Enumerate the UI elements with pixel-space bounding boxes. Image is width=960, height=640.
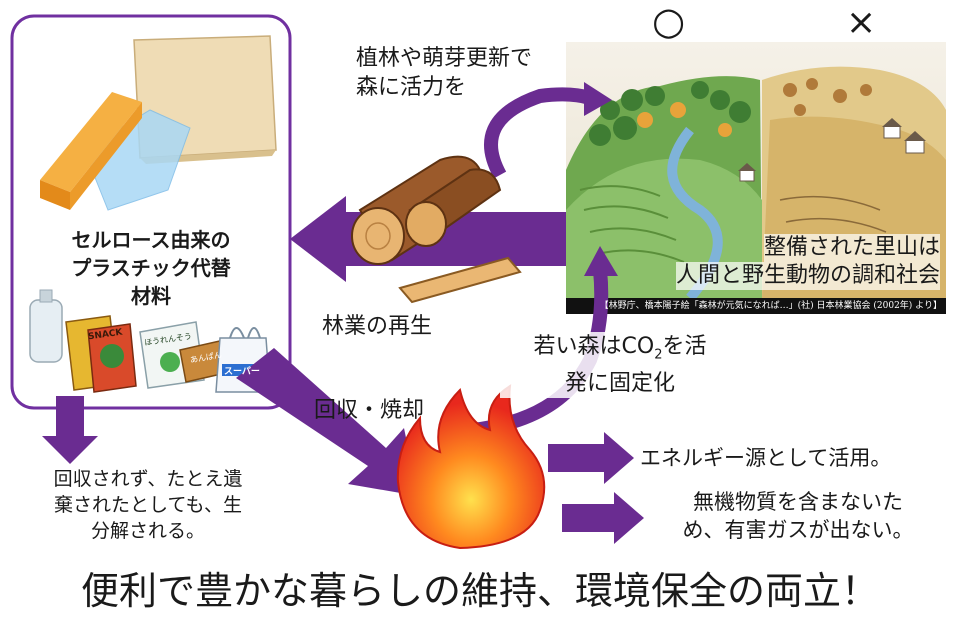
fire-illustration <box>396 384 546 550</box>
bag-label: スーパー <box>224 367 260 377</box>
inorganic-label: 無機物質を含まないた め、有害ガスが出ない。 <box>650 488 946 544</box>
energy-label: エネルギー源として活用。 <box>640 446 892 470</box>
panel-title-line1: セルロース由来の <box>71 228 231 252</box>
slogan: 便利で豊かな暮らしの維持、環境保全の両立！ <box>80 569 879 613</box>
harmless-arrow <box>562 492 644 544</box>
decompose-label-line2: 棄されたとしても、生 <box>54 494 242 516</box>
satoyama-label-line1: 整備された里山は <box>763 234 940 262</box>
co2-pre: 若い森は <box>533 334 622 359</box>
co2-label-line2: 発に固定化 <box>564 371 675 397</box>
co2-arrow-head <box>584 246 618 276</box>
recycle-arrow <box>236 348 418 496</box>
planting-label-line2: 森に活力を <box>356 75 467 100</box>
satoyama-label: 整備された里山は 人間と野生動物の調和社会 <box>636 234 940 290</box>
bad-symbol: × <box>846 2 877 43</box>
panel-title-line2: プラスチック代替 <box>71 256 231 280</box>
planting-label-line1: 植林や萌芽更新で <box>356 46 533 71</box>
co2-label: 若い森はCO2を活 発に固定化 <box>500 332 740 399</box>
decompose-label-line3: 分解される。 <box>90 520 205 542</box>
block-illustration <box>40 92 142 210</box>
decompose-label-line1: 回収されず、たとえ遺 <box>53 468 243 490</box>
planting-arrow-head <box>584 82 612 116</box>
forestry-label: 林業の再生 <box>322 314 433 339</box>
decompose-arrow <box>42 396 98 464</box>
good-symbol: ○ <box>652 0 686 43</box>
panel-title-line3: 材料 <box>131 284 171 308</box>
planting-arrow <box>484 87 593 179</box>
panel-title: セルロース由来の プラスチック代替 材料 <box>20 226 282 310</box>
co2-sub: 2 <box>654 347 663 363</box>
co2-post: を活 <box>662 334 707 359</box>
co2-main: CO <box>621 334 655 359</box>
recycle-label: 回収・焼却 <box>314 398 425 423</box>
satoyama-label-line2: 人間と野生動物の調和社会 <box>675 262 940 290</box>
inorganic-label-line2: め、有害ガスが出ない。 <box>682 518 914 542</box>
inorganic-label-line1: 無機物質を含まないた <box>693 490 903 514</box>
decompose-label: 回収されず、たとえ遺 棄されたとしても、生 分解される。 <box>16 466 280 544</box>
picture-caption: 【林野庁、橋本陽子絵「森林が元気になれば…」(社) 日本林業協会 (2002年)… <box>599 301 942 311</box>
co2-label-line1: 若い森はCO2を活 <box>500 332 740 369</box>
energy-arrow <box>548 432 634 484</box>
planting-label: 植林や萌芽更新で 森に活力を <box>356 44 586 102</box>
logs-illustration <box>351 155 522 304</box>
